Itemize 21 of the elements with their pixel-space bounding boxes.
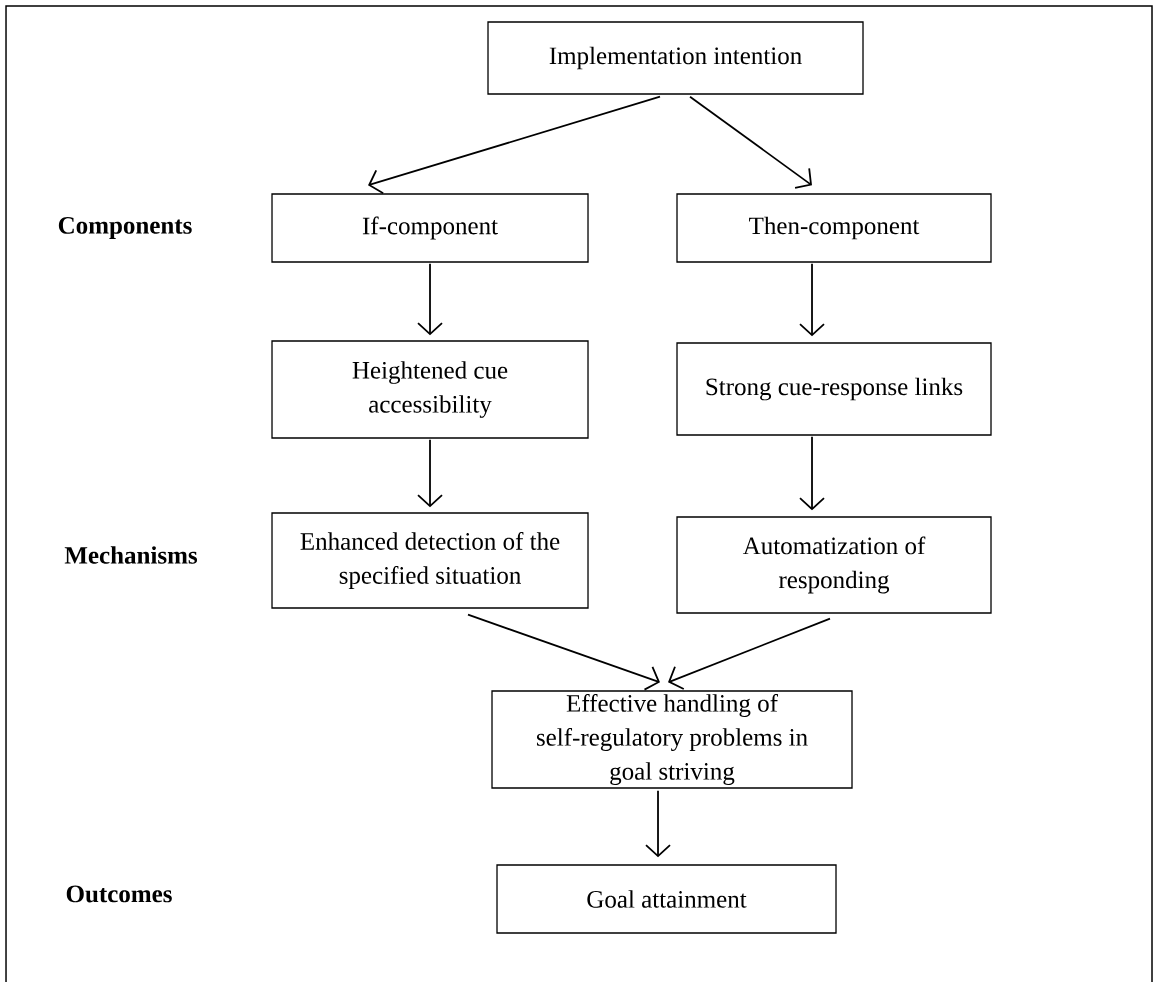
arrow [668,617,831,690]
arrow [799,435,825,511]
arrow [368,95,661,195]
process-box: Goal attainment [496,864,837,934]
process-box: Automatization of responding [676,516,992,614]
arrow [467,613,660,691]
process-box: Implementation intention [487,21,864,95]
arrow [645,789,671,858]
section-label: Components [58,217,192,239]
process-box: Enhanced detection of the specified situation [271,512,589,609]
process-box: Effective handling of self-regulatory problems in goal striving [491,690,853,789]
process-box: If-component [271,193,589,263]
section-label: Mechanisms [64,546,198,564]
process-box: Strong cue-response links [676,342,992,436]
process-box: Then-component [676,193,992,263]
arrow [417,438,443,508]
arrow [689,95,812,189]
section-label: Outcomes [66,885,172,903]
arrow [417,262,443,336]
process-box: Heightened cue accessibility [271,340,589,439]
arrow [799,262,825,337]
